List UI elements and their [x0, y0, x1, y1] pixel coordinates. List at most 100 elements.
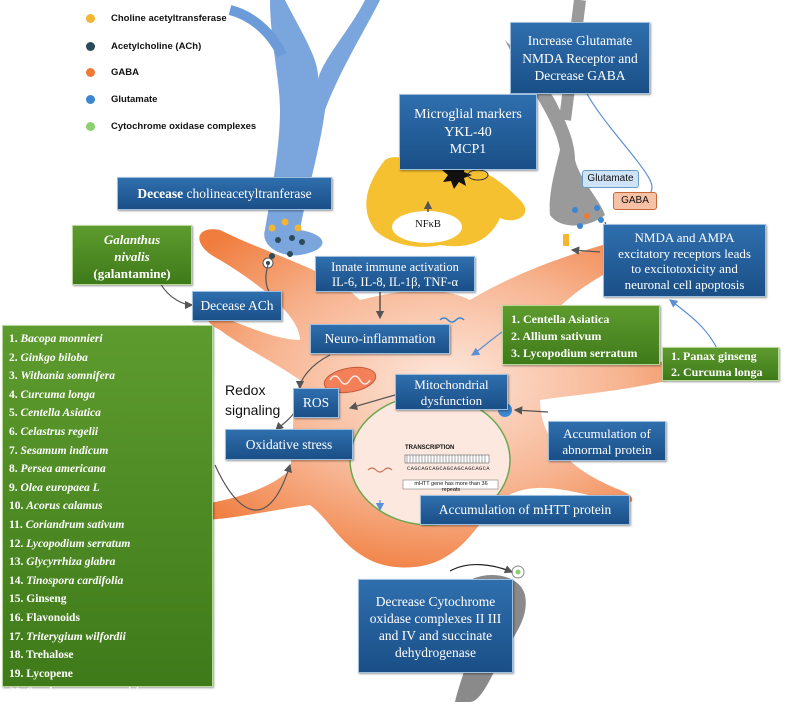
herb-list-item: 8. Persea americana [9, 460, 168, 479]
diagram-canvas: Choline acetyltransferase Acetylcholine … [2, 0, 779, 717]
nmda-line3: to excitotoxicity and [631, 261, 738, 276]
herb-list-number: 11. [9, 518, 23, 531]
nmda-line4: neuronal cell apoptosis [624, 276, 745, 292]
cyto-line3: and IV and succinate [378, 628, 493, 643]
herb-list-name: Olea europaea L [20, 481, 100, 494]
herb-list-number: 20. [9, 686, 24, 699]
herb-list-name: Saccharomyces cerevisiae [26, 686, 150, 699]
herb-list-number: 18. [9, 649, 24, 662]
galanthus-box: Galanthus nivalis (galantamine) [72, 225, 192, 285]
abnormal-protein-box: Accumulation of abnormal protein [548, 421, 666, 461]
centella-item-2: 2. Allium sativum [511, 329, 602, 343]
herb-list-number: 1. [9, 333, 18, 345]
legend-ach: Acetylcholine (ACh) [111, 41, 202, 52]
herb-list-number: 5. [9, 407, 18, 420]
herb-list-item: 5. Centella Asiatica [9, 404, 168, 423]
innate-line1: Innate immune activation [331, 260, 459, 274]
herb-list-item: 14. Tinospora cardifolia [9, 572, 168, 591]
legend-gaba: GABA [111, 67, 139, 78]
innate-line2: IL-6, IL-8, IL-1β, TNF-α [331, 275, 459, 289]
herb-list-number: 12. [9, 537, 24, 550]
herb-list-number: 13. [9, 556, 24, 569]
increase-glutamate-box: Increase Glutamate NMDA Receptor and Dec… [510, 22, 650, 94]
legend-cytochrome: Cytochrome oxidase complexes [111, 121, 257, 132]
panax-list-box: 1. Panax ginseng 2. Curcuma longa [662, 347, 779, 381]
herb-list-name: Triterygium wilfordii [26, 630, 126, 643]
herb-list-item: 17. Triterygium wilfordii [9, 628, 168, 647]
glutamate-tag: Glutamate [582, 170, 639, 188]
panax-list: 1. Panax ginseng 2. Curcuma longa [671, 348, 762, 380]
herb-list-item: 4. Curcuma longa [9, 386, 168, 405]
legend-dot-glutamate [86, 95, 95, 104]
herb-list-item: 2. Ginkgo biloba [9, 349, 168, 368]
centella-item-1: 1. Centella Asiatica [511, 312, 610, 326]
nmda-ampa-box: NMDA and AMPA excitatory receptors leads… [603, 224, 766, 297]
nmda-line1: NMDA and AMPA [634, 230, 735, 245]
dna-sequence: CAGCAGCAGCAGCAGCAGCAGCA [407, 465, 490, 472]
herb-list-item: 13. Glycyrrhiza glabra [9, 553, 168, 572]
nfkb-bubble [392, 211, 462, 243]
herb-list-item: 21. Corynebacterium glutamicum [9, 702, 168, 720]
decease-choline-bold: Decease [137, 186, 184, 201]
transcription-label: TRANSCRIPTION [405, 445, 455, 451]
microglial-line1: Microglial markers [414, 107, 522, 122]
herb-list-name: Lycopodium serratum [26, 537, 131, 550]
increase-glutamate-line2: NMDA Receptor and [522, 50, 638, 66]
herb-list-name: Acorus calamus [26, 500, 103, 513]
legend-glutamate: Glutamate [111, 94, 158, 105]
herb-list-item: 6. Celastrus regelii [9, 423, 168, 442]
herb-list-item: 20. Saccharomyces cerevisiae [9, 683, 168, 702]
galanthus-line2: nivalis [114, 249, 150, 264]
connector-arrows [159, 89, 721, 574]
herb-list-number: 15. [9, 593, 24, 606]
nmda-line2: excitatory receptors leads [618, 245, 751, 261]
nfkb-label: NFκB [415, 219, 441, 230]
herb-list-number: 16. [9, 611, 24, 624]
herb-list-number: 17. [9, 630, 24, 643]
galanthus-line3: (galantamine) [93, 266, 171, 281]
herb-list-name: Corynebacterium glutamicum [26, 704, 169, 717]
herb-list-name: Trehalose [26, 649, 74, 662]
centella-list: 1. Centella Asiatica 2. Allium sativum 3… [511, 311, 637, 362]
herb-list-name: Persea americana [20, 463, 106, 476]
herb-list-name: Centella Asiatica [20, 407, 101, 420]
presynaptic-neuron-blue [264, 0, 380, 256]
herb-list-item: 19. Lycopene [9, 665, 168, 684]
decease-ach-box: Decease ACh [192, 291, 282, 321]
panax-item-2: 2. Curcuma longa [671, 365, 763, 379]
legend-choline: Choline acetyltransferase [111, 13, 227, 24]
increase-glutamate-line3: Decrease GABA [534, 68, 626, 83]
mito-line1: Mitochondrial [414, 377, 489, 392]
herb-list-item: 3. Withania somnifera [9, 367, 168, 386]
decease-choline-box: Decease cholineacetyltranferase [117, 177, 332, 210]
herb-list-item: 9. Olea europaea L [9, 479, 168, 498]
decease-choline-rest: cholineacetyltranferase [183, 186, 312, 201]
herb-list-item: 10. Acorus calamus [9, 497, 168, 516]
herb-list-name: Flavonoids [26, 611, 80, 624]
herb-list-item: 1. Bacopa monnieri [9, 330, 168, 349]
galanthus-line1: Galanthus [103, 232, 161, 247]
microglial-line2: YKL-40 [444, 124, 492, 140]
dna-strip [402, 454, 499, 490]
oxidative-stress-box: Oxidative stress [225, 429, 353, 460]
herb-list-name: Coriandrum sativum [25, 518, 125, 531]
glutamate-gaba-vesicles [563, 205, 604, 246]
panax-item-1: 1. Panax ginseng [671, 349, 757, 363]
herb-list-name: Glycyrrhiza glabra [26, 556, 116, 569]
herb-list-name: Curcuma longa [20, 388, 95, 401]
herb-list-number: 9. [9, 481, 18, 494]
legend-dot-cytochrome [86, 122, 95, 131]
redox-signaling-label: Redox signaling [225, 382, 281, 418]
herb-list-name: Ginseng [26, 593, 67, 606]
ach-vesicles [262, 218, 305, 269]
legend-dot-ach [86, 42, 95, 51]
herb-list-number: 7. [9, 444, 18, 457]
herb-list-name: Withania somnifera [20, 370, 115, 383]
herb-list-number: 3. [9, 370, 18, 383]
microglia-starburst [442, 162, 472, 189]
herb-list-number: 14. [9, 574, 24, 587]
legend-dot-gaba [86, 68, 95, 77]
herb-list-name: Tinospora cardifolia [26, 574, 124, 587]
herb-list-number: 8. [9, 463, 18, 476]
